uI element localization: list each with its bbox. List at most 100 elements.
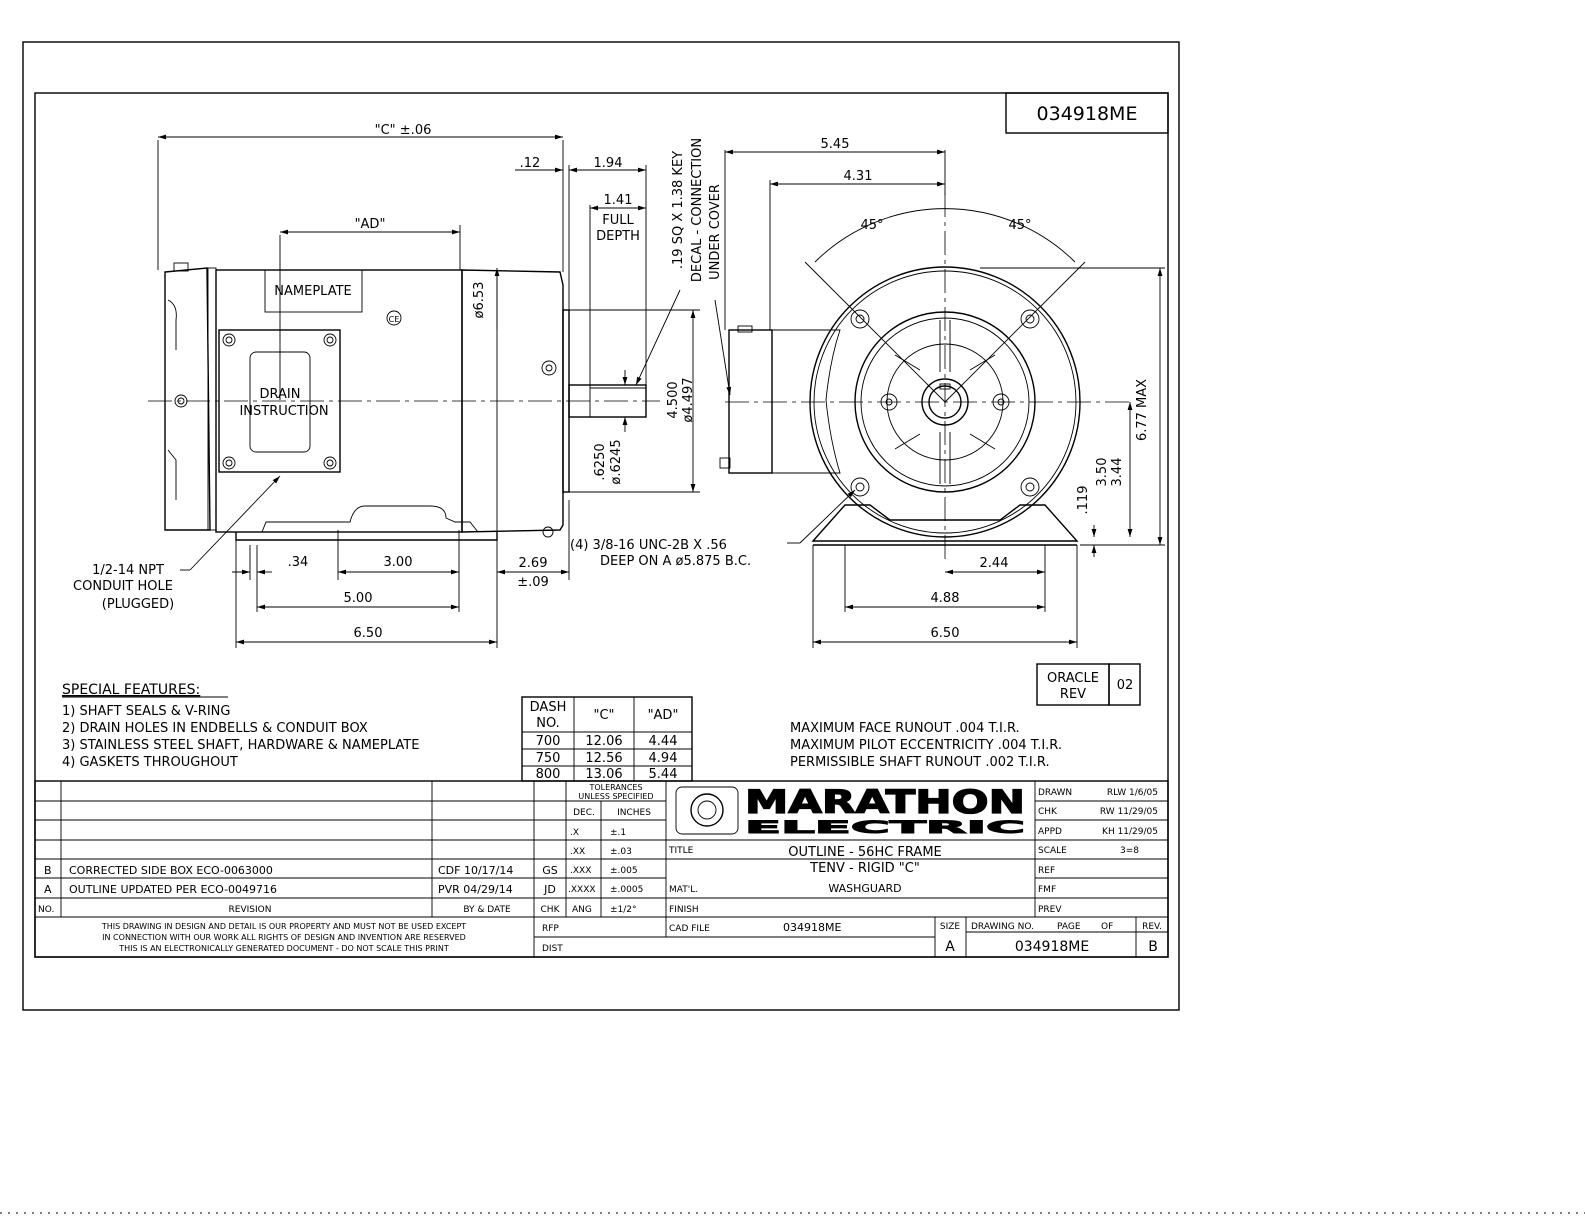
rev-header-chk: CHK (541, 905, 561, 915)
dim-119: .119 (1076, 486, 1091, 515)
dash-table: DASH NO. "C" "AD" 700 12.06 4.44 750 12.… (521, 696, 693, 782)
dash-header-ad: "AD" (648, 708, 679, 723)
tol-cell: ±.03 (610, 847, 632, 857)
dash-cell: 13.06 (585, 767, 622, 782)
special-features-title: SPECIAL FEATURES: (62, 682, 200, 698)
dim-350-2: 3.44 (1110, 458, 1125, 487)
size-value: A (945, 939, 955, 955)
runout-notes: MAXIMUM FACE RUNOUT .004 T.I.R. MAXIMUM … (790, 721, 1062, 770)
dim-350-1: 3.50 (1095, 458, 1110, 487)
dash-cell: 5.44 (649, 767, 678, 782)
motor-side-view: CE NAMEPLATE DRAIN INSTRUCTION (148, 262, 660, 541)
dash-cell: 800 (536, 767, 561, 782)
disclaimer-2: IN CONNECTION WITH OUR WORK ALL RIGHTS O… (102, 933, 466, 942)
dim-269: 2.69 (519, 556, 548, 571)
runout-note-3: PERMISSIBLE SHAFT RUNOUT .002 T.I.R. (790, 755, 1050, 770)
oracle-label-1: ORACLE (1047, 671, 1099, 686)
mount-note-1: (4) 3/8-16 UNC-2B X .56 (570, 538, 727, 553)
outer-frame (22, 41, 1180, 1011)
rev-row-no: A (44, 883, 52, 896)
logo-line-2: ELECTRIC (745, 818, 1025, 838)
tol-cell: ±.005 (610, 866, 638, 876)
dash-cell: 4.44 (649, 734, 678, 749)
tol-cell: .XX (570, 847, 585, 857)
tol-cell: .XXXX (568, 885, 596, 895)
dim-300: 3.00 (384, 555, 413, 570)
rev-row-chk: GS (542, 864, 558, 877)
special-features: SPECIAL FEATURES: 1) SHAFT SEALS & V-RIN… (62, 682, 419, 770)
oracle-rev-box: ORACLE REV 02 (1036, 663, 1141, 706)
tol-cell: ±.1 (610, 828, 626, 838)
runout-note-2: MAXIMUM PILOT ECCENTRICITY .004 T.I.R. (790, 738, 1062, 753)
nameplate-label: NAMEPLATE (274, 284, 351, 299)
dim-650-end: 6.50 (931, 626, 960, 641)
approval-value: KH 11/29/05 (1102, 827, 1158, 837)
tol-cell: ±1/2° (610, 905, 637, 915)
dim-431: 4.31 (844, 169, 873, 184)
conduit-note-1: 1/2-14 NPT (92, 563, 164, 578)
drawing-number-top: 034918ME (1037, 103, 1138, 125)
approval-value: RLW 1/6/05 (1107, 788, 1158, 798)
tol-cell: ±.0005 (610, 885, 643, 895)
dash-cell: 700 (536, 734, 561, 749)
approval-label: CHK (1038, 807, 1058, 817)
tol-header-inches: INCHES (617, 808, 651, 818)
approval-label: DRAWN (1038, 788, 1072, 798)
dim-244: 2.44 (980, 556, 1009, 571)
dim-677: 6.77 MAX (1135, 379, 1150, 441)
rev-label: REV. (1142, 922, 1162, 932)
rev-row-by: PVR 04/29/14 (438, 883, 513, 896)
drain-label-2: INSTRUCTION (239, 404, 328, 419)
rev-row-chk: JD (543, 883, 556, 896)
full-depth-1: FULL (602, 213, 634, 228)
title-line-2: TENV - RIGID "C" (809, 861, 920, 876)
mount-note-2: DEEP ON A ø5.875 B.C. (600, 554, 751, 569)
rev-header-revision: REVISION (229, 905, 272, 915)
dim-034: .34 (288, 555, 309, 570)
feature-3: 3) STAINLESS STEEL SHAFT, HARDWARE & NAM… (62, 738, 419, 753)
feature-2: 2) DRAIN HOLES IN ENDBELLS & CONDUIT BOX (62, 721, 368, 736)
end-view-dimensions: 5.45 4.31 45° 45° 6.77 MAX 3.50 3.44 .11… (570, 137, 1165, 648)
approval-label: APPD (1038, 827, 1062, 837)
rev-row-by: CDF 10/17/14 (438, 864, 513, 877)
full-depth-2: DEPTH (596, 229, 640, 244)
feature-1: 1) SHAFT SEALS & V-RING (62, 704, 230, 719)
size-label: SIZE (940, 922, 961, 932)
conduit-note-2: CONDUIT HOLE (73, 579, 173, 594)
pilot-dia-2: ø4.497 (681, 377, 696, 422)
disclaimer-3: THIS IS AN ELECTRONICALLY GENERATED DOCU… (118, 944, 449, 953)
of-label: OF (1101, 922, 1113, 932)
dim-141: 1.41 (604, 193, 633, 208)
pilot-dia-1: 4.500 (666, 381, 681, 418)
dash-cell: 4.94 (649, 751, 678, 766)
dim-269-tol: ±.09 (517, 575, 549, 590)
marathon-logo: MARATHON ELECTRIC (675, 782, 1026, 839)
title-label: TITLE (668, 846, 694, 856)
angle-left: 45° (860, 218, 883, 233)
tol-title-2: UNLESS SPECIFIED (578, 792, 653, 801)
conduit-note-3: (PLUGGED) (102, 597, 174, 612)
logo-line-1: MARATHON (745, 783, 1025, 821)
rev-row-no: B (44, 864, 52, 877)
drawing-no-label: DRAWING NO. (971, 922, 1034, 932)
disclaimer-1: THIS DRAWING IN DESIGN AND DETAIL IS OUR… (101, 922, 466, 931)
oracle-value: 02 (1117, 678, 1134, 693)
drawing-no-value: 034918ME (1015, 939, 1089, 955)
runout-note-1: MAXIMUM FACE RUNOUT .004 T.I.R. (790, 721, 1020, 736)
dim-012: .12 (520, 156, 541, 171)
rfp-label: RFP (542, 924, 559, 934)
dim-545: 5.45 (821, 137, 850, 152)
approval-label: FMF (1038, 885, 1056, 895)
dim-650-side: 6.50 (354, 626, 383, 641)
drawing-number-box: 034918ME (1005, 92, 1169, 134)
tol-title-1: TOLERANCES (588, 783, 642, 792)
dim-ad: "AD" (355, 217, 386, 232)
shaft-dia-1: .6250 (593, 443, 608, 480)
dim-c: "C" ±.06 (375, 123, 432, 138)
side-view-dimensions: "C" ±.06 "AD" .12 1.94 1.41 FULL DEPTH ø… (73, 123, 732, 648)
motor-end-view (719, 193, 1130, 560)
tol-cell: ANG (572, 905, 592, 915)
svg-text:CE: CE (389, 315, 400, 324)
dist-label: DIST (542, 944, 563, 954)
